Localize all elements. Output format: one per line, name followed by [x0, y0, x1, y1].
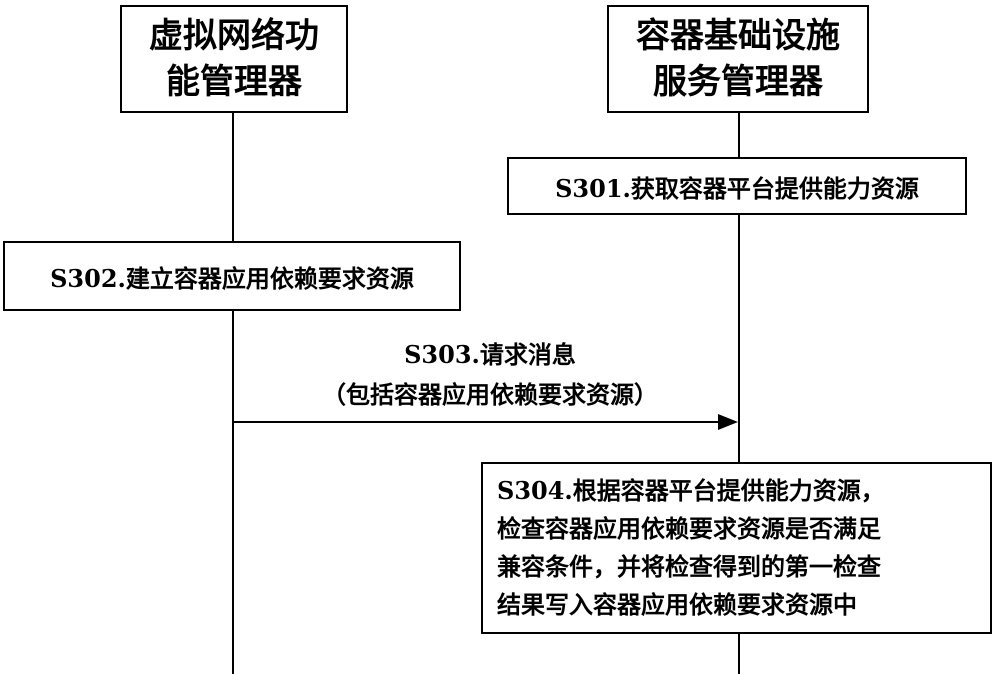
- step-s304-line-2: 检查容器应用依赖要求资源是否满足: [497, 514, 881, 543]
- actor-container-infra-manager-line-2: 服务管理器: [653, 62, 823, 102]
- lifeline-vnf-manager: [232, 112, 234, 674]
- actor-vnf-manager: 虚拟网络功 能管理器: [120, 5, 348, 113]
- actor-vnf-manager-line-1: 虚拟网络功: [149, 16, 319, 56]
- step-s304-line-1: S304.根据容器平台提供能力资源，: [497, 476, 885, 505]
- lifeline-container-infra-manager: [738, 112, 740, 674]
- step-s301-box: S301.获取容器平台提供能力资源: [507, 157, 967, 215]
- actor-vnf-manager-line-2: 能管理器: [166, 62, 302, 102]
- step-s304-line-4: 结果写入容器应用依赖要求资源中: [497, 590, 857, 619]
- message-s303-detail: （包括容器应用依赖要求资源）: [322, 380, 658, 409]
- step-s301-label: S301.获取容器平台提供能力资源: [555, 173, 919, 203]
- actor-container-infra-manager: 容器基础设施 服务管理器: [607, 5, 869, 113]
- actor-container-infra-manager-line-1: 容器基础设施: [636, 16, 840, 56]
- step-s302-label: S302.建立容器应用依赖要求资源: [50, 263, 414, 293]
- step-s302-box: S302.建立容器应用依赖要求资源: [3, 241, 461, 311]
- step-s304-box: S304.根据容器平台提供能力资源， 检查容器应用依赖要求资源是否满足 兼容条件…: [481, 462, 992, 634]
- message-s303-title: S303.请求消息: [404, 340, 576, 369]
- step-s304-line-3: 兼容条件，并将检查得到的第一检查: [497, 552, 881, 581]
